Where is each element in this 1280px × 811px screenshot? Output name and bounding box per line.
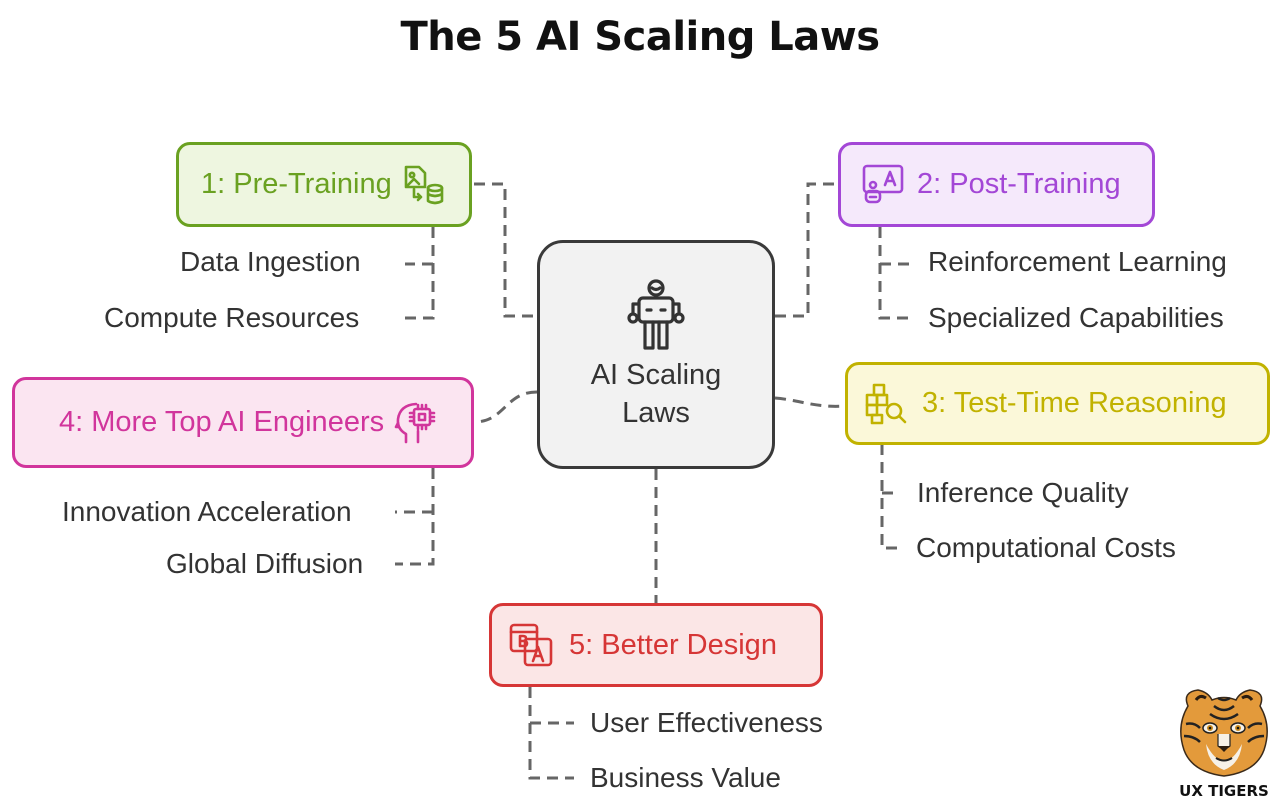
item-business-value: Business Value xyxy=(590,762,781,793)
connector-node-3-items xyxy=(880,444,900,550)
ux-tigers-logo: UX TIGERS xyxy=(1176,684,1272,806)
item-innovation-acceleration: Innovation Acceleration xyxy=(62,496,352,527)
item-reinforcement-learning: Reinforcement Learning xyxy=(928,246,1227,277)
node-label: 3: Test-Time Reasoning xyxy=(922,387,1227,419)
node-better-design: 5: Better Design xyxy=(489,603,823,687)
item-inference-quality: Inference Quality xyxy=(917,477,1129,508)
item-data-ingestion: Data Ingestion xyxy=(180,246,361,277)
connector-node-2 xyxy=(775,182,838,318)
connector-node-1-items xyxy=(405,227,435,320)
center-node: AI Scaling Laws xyxy=(537,240,775,469)
node-pre-training: 1: Pre-Training xyxy=(176,142,472,227)
connector-node-1 xyxy=(474,182,537,318)
logo-text: UX TIGERS xyxy=(1179,782,1269,800)
connector-node-3 xyxy=(774,396,846,408)
image-database-icon xyxy=(402,163,446,207)
head-chip-icon xyxy=(394,401,438,445)
item-specialized-capabilities: Specialized Capabilities xyxy=(928,302,1224,333)
robot-icon xyxy=(619,278,693,352)
connector-node-5-items xyxy=(528,687,574,780)
center-label: AI Scaling Laws xyxy=(590,358,722,429)
diagram-title: The 5 AI Scaling Laws xyxy=(400,14,880,60)
connector-node-2-items xyxy=(878,227,912,320)
ab-testing-icon xyxy=(509,623,553,667)
node-label: 1: Pre-Training xyxy=(201,168,392,200)
search-puzzle-icon xyxy=(864,382,908,426)
connector-node-4 xyxy=(473,390,538,424)
node-label: 5: Better Design xyxy=(569,628,777,661)
node-label: 4: More Top AI Engineers xyxy=(59,406,385,438)
node-post-training: 2: Post-Training xyxy=(838,142,1155,227)
node-label: 2: Post-Training xyxy=(917,168,1121,200)
tiger-icon xyxy=(1176,684,1272,780)
item-global-diffusion: Global Diffusion xyxy=(166,548,364,579)
item-compute-resources: Compute Resources xyxy=(104,302,360,333)
robot-tutor-icon xyxy=(861,163,905,207)
connector-node-4-items xyxy=(395,468,435,566)
item-user-effectiveness: User Effectiveness xyxy=(590,707,823,738)
node-test-time-reasoning: 3: Test-Time Reasoning xyxy=(845,362,1270,445)
node-more-top-ai-engineers: 4: More Top AI Engineers xyxy=(12,377,474,468)
item-computational-costs: Computational Costs xyxy=(916,532,1176,563)
